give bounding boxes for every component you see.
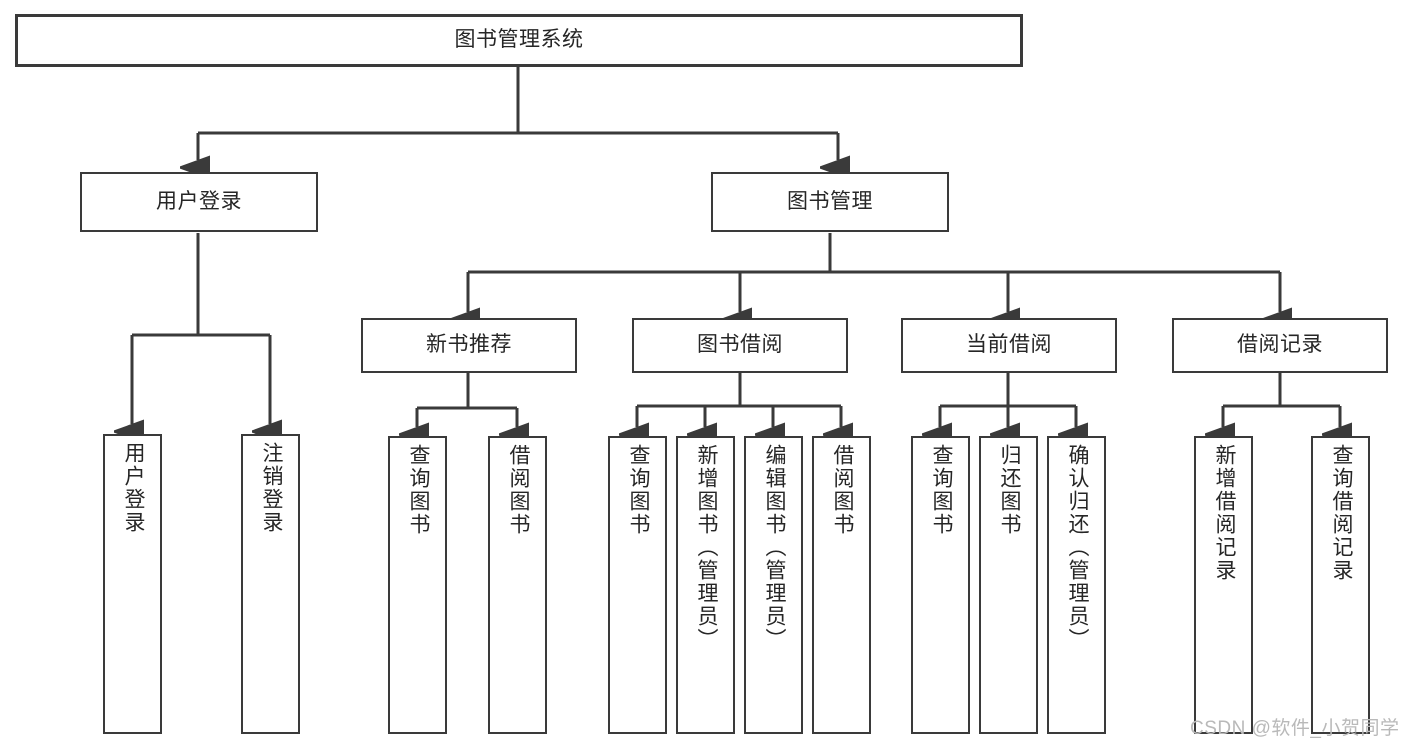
node-label: 借阅图书 — [506, 444, 530, 536]
node-leaf-edit-book[interactable]: 编辑图书（管理员） — [744, 436, 803, 734]
node-user-login[interactable]: 用户登录 — [80, 172, 318, 232]
node-label: 查询图书 — [929, 444, 953, 536]
node-label: 借阅图书 — [830, 444, 854, 536]
node-borrow-record[interactable]: 借阅记录 — [1172, 318, 1388, 373]
node-leaf-add-record[interactable]: 新增借阅记录 — [1194, 436, 1253, 734]
node-label: 确认归还（管理员） — [1065, 444, 1089, 651]
node-label: 用户登录 — [156, 189, 242, 213]
node-leaf-confirm-return[interactable]: 确认归还（管理员） — [1047, 436, 1106, 734]
node-book-management[interactable]: 图书管理 — [711, 172, 949, 232]
node-label: 图书管理 — [787, 189, 873, 213]
csdn-watermark: CSDN @软件_小贺同学 — [1190, 718, 1400, 739]
node-leaf-user-login[interactable]: 用户登录 — [103, 434, 162, 734]
node-label: 图书管理系统 — [454, 28, 584, 52]
node-current-borrow[interactable]: 当前借阅 — [901, 318, 1117, 373]
node-leaf-add-book[interactable]: 新增图书（管理员） — [676, 436, 735, 734]
node-leaf-return-book[interactable]: 归还图书 — [979, 436, 1038, 734]
node-leaf-borrow-book-2[interactable]: 借阅图书 — [812, 436, 871, 734]
node-new-book-recommend[interactable]: 新书推荐 — [361, 318, 577, 373]
node-label: 查询图书 — [626, 444, 650, 536]
node-label: 借阅记录 — [1237, 333, 1323, 357]
node-label: 用户登录 — [121, 442, 145, 534]
node-leaf-query-book-3[interactable]: 查询图书 — [911, 436, 970, 734]
node-label: 归还图书 — [997, 444, 1021, 536]
node-label: 查询图书 — [406, 444, 430, 536]
node-label: 编辑图书（管理员） — [762, 444, 786, 651]
node-label: 查询借阅记录 — [1329, 444, 1353, 582]
node-label: 当前借阅 — [966, 333, 1052, 357]
node-label: 图书借阅 — [697, 333, 783, 357]
node-label: 新增图书（管理员） — [694, 444, 718, 651]
node-leaf-query-book-2[interactable]: 查询图书 — [608, 436, 667, 734]
node-label: 注销登录 — [259, 442, 283, 534]
node-label: 新书推荐 — [426, 333, 512, 357]
node-leaf-query-book-1[interactable]: 查询图书 — [388, 436, 447, 734]
node-book-management-system[interactable]: 图书管理系统 — [15, 14, 1023, 67]
node-leaf-query-record[interactable]: 查询借阅记录 — [1311, 436, 1370, 734]
node-leaf-user-logout[interactable]: 注销登录 — [241, 434, 300, 734]
node-book-borrow[interactable]: 图书借阅 — [632, 318, 848, 373]
node-leaf-borrow-book-1[interactable]: 借阅图书 — [488, 436, 547, 734]
node-label: 新增借阅记录 — [1212, 444, 1236, 582]
